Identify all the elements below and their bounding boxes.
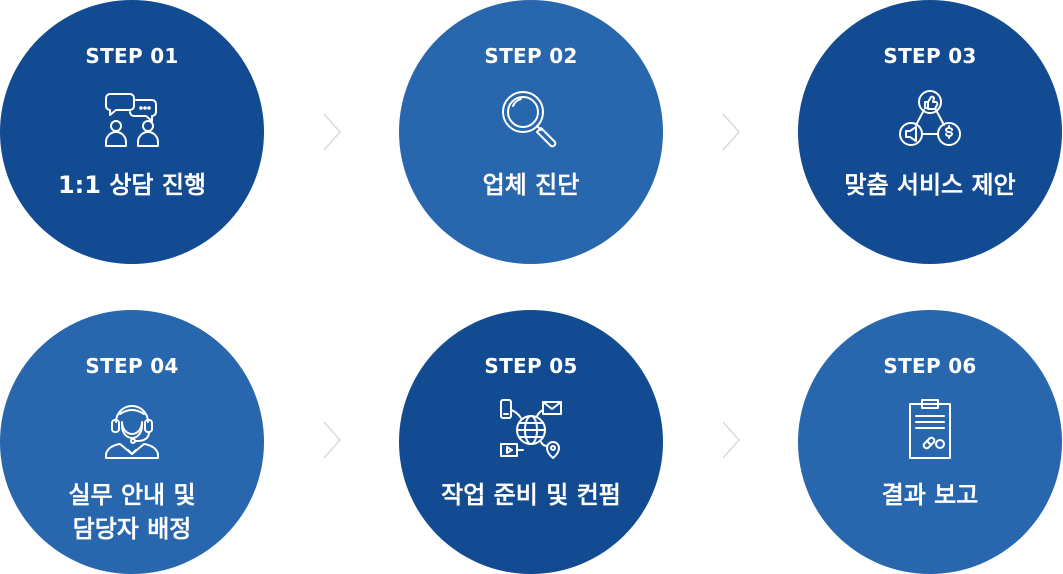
step-title: 실무 안내 및 담당자 배정 [10,478,254,546]
step-number: STEP 03 [883,44,977,68]
step-title-line: 맞춤 서비스 제안 [844,171,1016,199]
step-title: 1:1 상담 진행 [10,168,254,202]
service-network-icon [898,88,962,152]
step-title-line: 결과 보고 [881,481,979,509]
step-title-line: 실무 안내 및 [68,481,196,509]
step-circle-05: STEP 05 작업 준비 및 컨펌 [399,310,663,574]
step-circle-03: STEP 03 맞춤 서비스 제안 [798,0,1062,264]
step-number: STEP 02 [484,44,578,68]
step-circle-01: STEP 01 1:1 상담 진행 [0,0,264,264]
chevron-right-icon [719,112,743,152]
step-number: STEP 04 [85,354,179,378]
report-clipboard-icon [898,398,962,462]
step-title: 업체 진단 [409,168,653,202]
step-title-line: 업체 진단 [482,171,580,199]
step-number: STEP 06 [883,354,977,378]
step-circle-04: STEP 04 실무 안내 및 담당자 배정 [0,310,264,574]
step-title-line: 작업 준비 및 컨펌 [441,481,621,509]
step-number: STEP 05 [484,354,578,378]
chevron-right-icon [320,420,344,460]
chevron-right-icon [320,112,344,152]
step-circle-06: STEP 06 결과 보고 [798,310,1062,574]
globe-media-icon [499,398,563,462]
magnifier-icon [499,88,563,152]
step-number: STEP 01 [85,44,179,68]
step-title: 맞춤 서비스 제안 [808,168,1052,202]
headset-agent-icon [100,398,164,462]
step-title-line: 1:1 상담 진행 [57,171,207,199]
consultation-icon [100,88,164,152]
step-title: 결과 보고 [808,478,1052,512]
step-circle-02: STEP 02 업체 진단 [399,0,663,264]
step-title-line: 담당자 배정 [72,515,192,543]
step-title: 작업 준비 및 컨펌 [409,478,653,512]
chevron-right-icon [719,420,743,460]
